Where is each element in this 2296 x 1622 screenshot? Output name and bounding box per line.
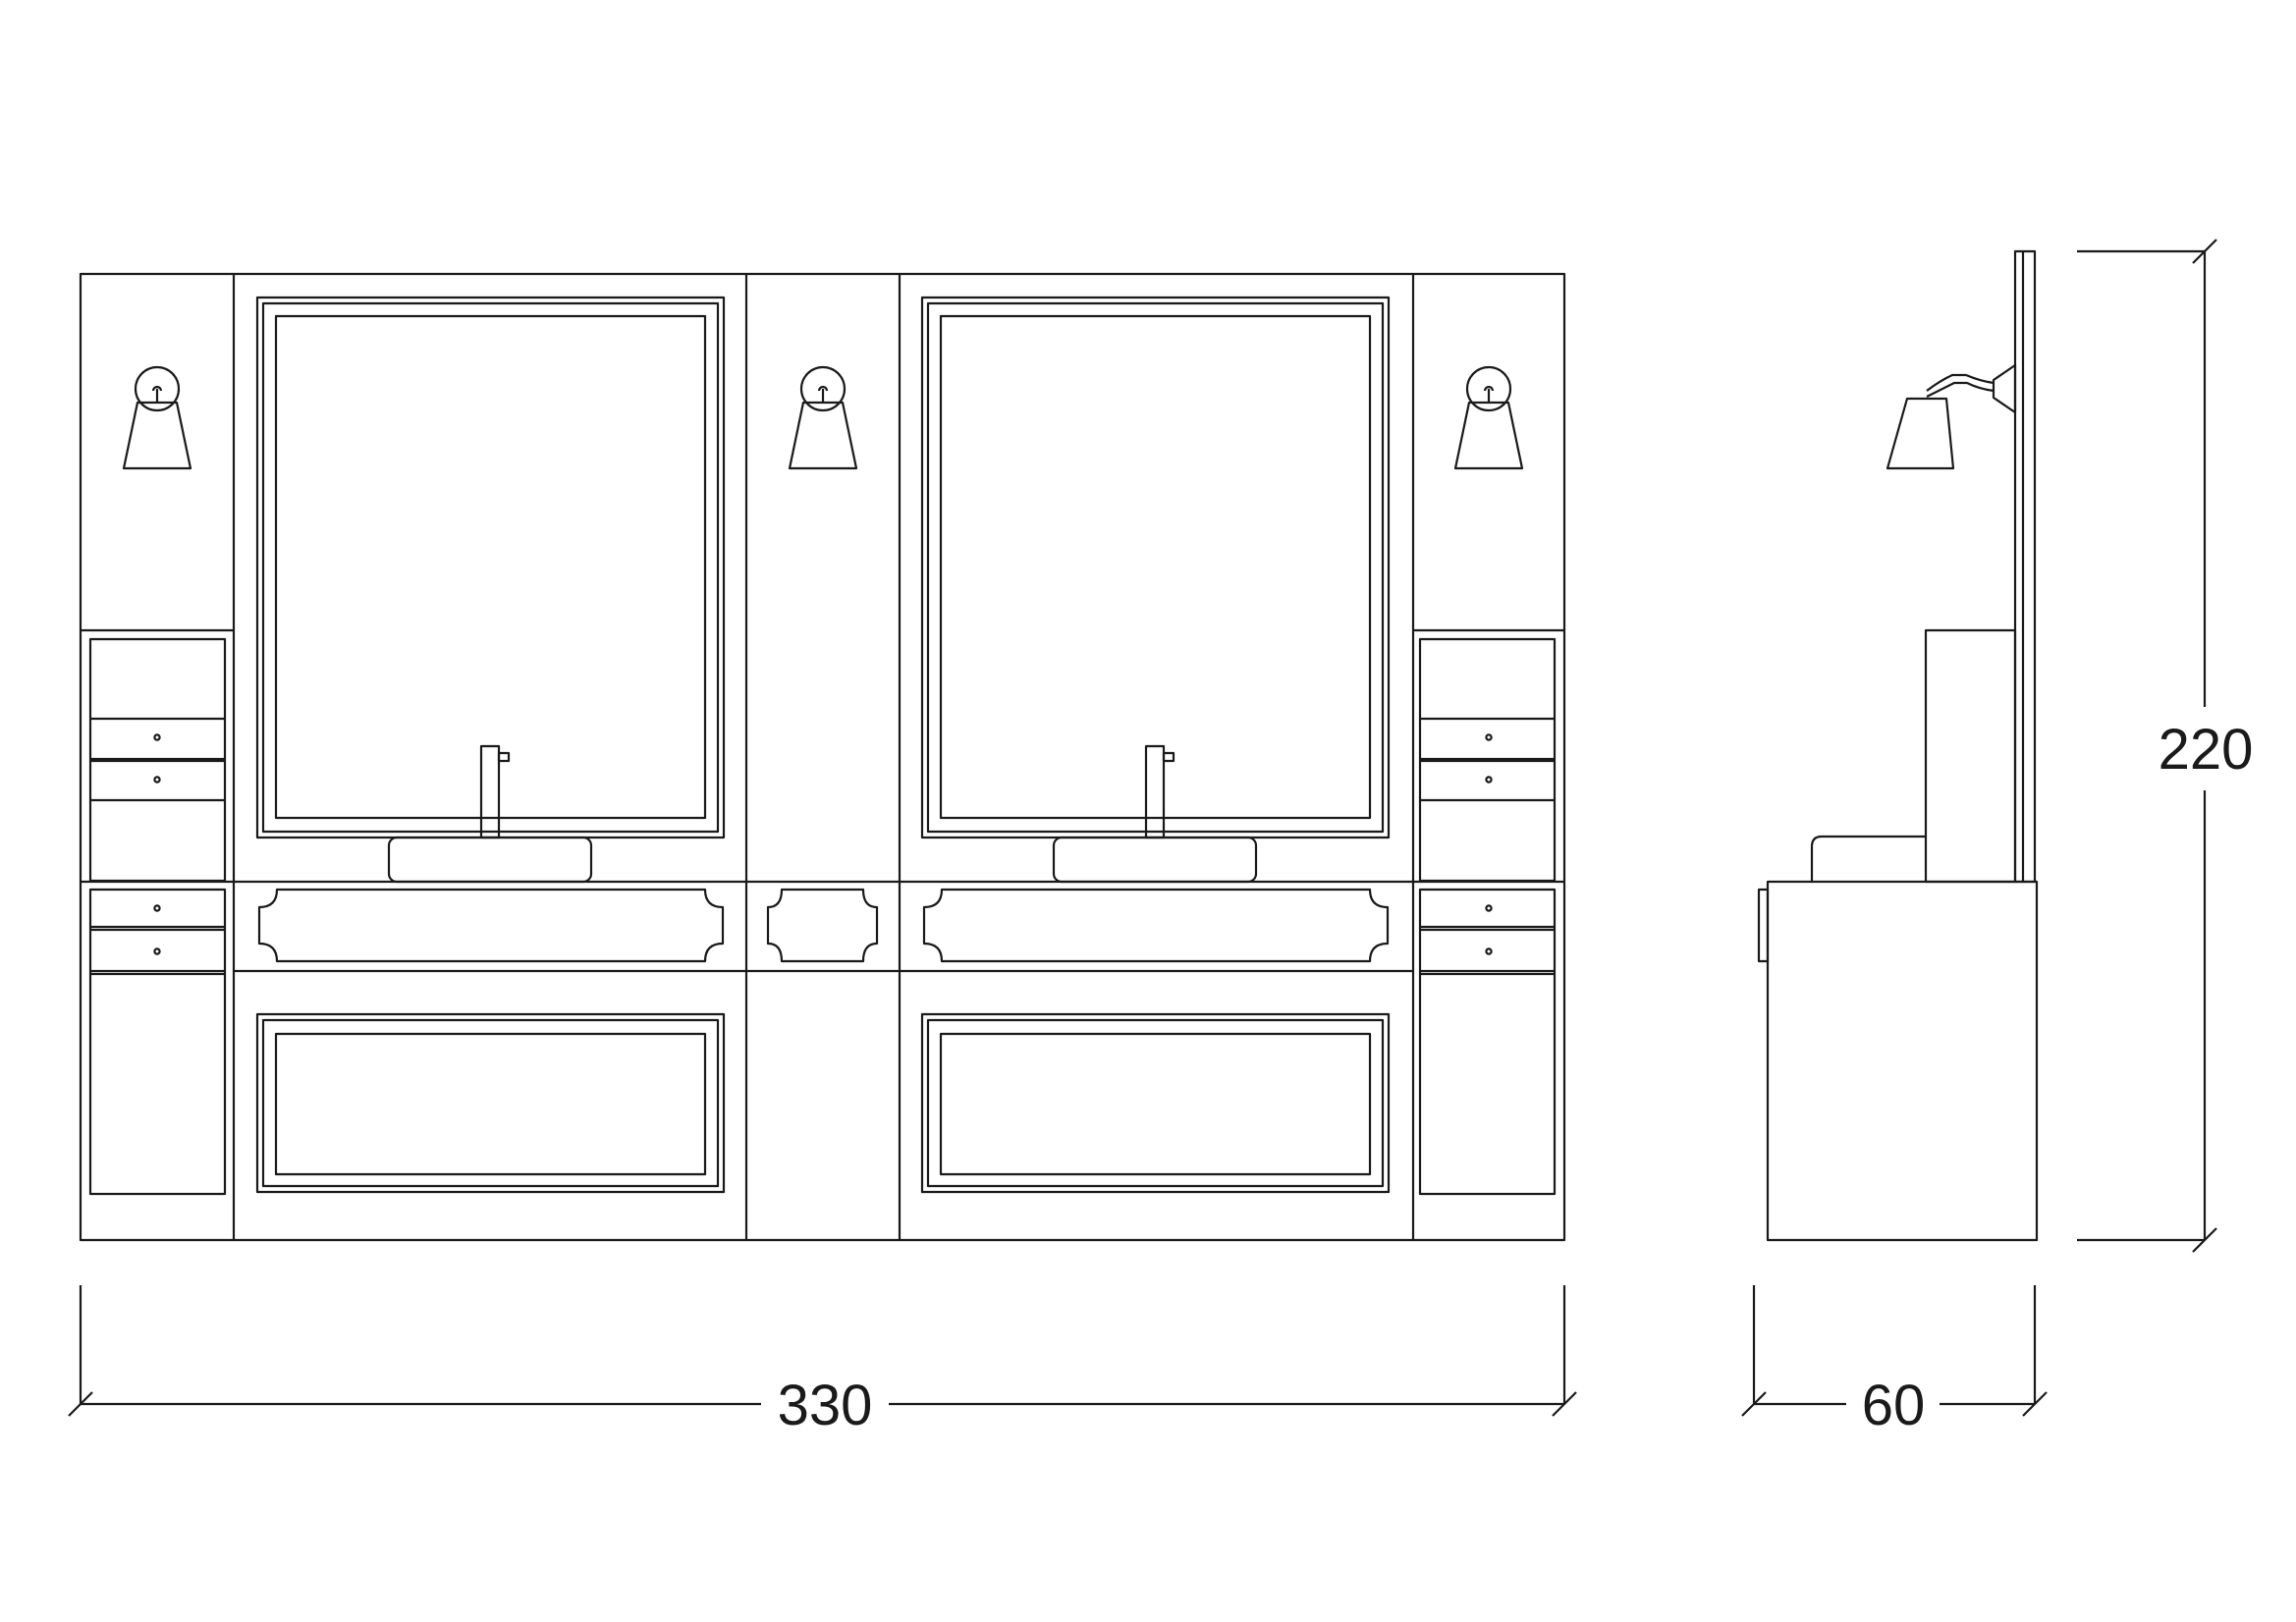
dimension-width-label: 330 [778, 1374, 873, 1437]
mirror-right [920, 296, 1391, 839]
mirror-box [1924, 628, 2017, 884]
sconce-center-icon [788, 365, 858, 470]
faucet-left [479, 744, 511, 839]
basin-left [387, 836, 593, 884]
dimension-depth: 60 [1741, 1285, 2048, 1437]
sconce-side-icon [1886, 363, 2017, 470]
mirror-left [255, 296, 726, 839]
cabinet-body [1766, 880, 2039, 1242]
drawer-knob [153, 776, 161, 784]
apron-panel-left [257, 888, 725, 963]
drawer-knob [1485, 776, 1493, 784]
drawer-knob [1485, 904, 1493, 912]
drawer-knob [153, 733, 161, 741]
faucet-right [1144, 744, 1175, 839]
drawer-knob [1485, 947, 1493, 955]
front-elevation [79, 272, 1566, 1242]
dimension-width: 330 [68, 1285, 1577, 1437]
dimension-depth-label: 60 [1862, 1374, 1926, 1437]
handle-profile [1757, 888, 1770, 963]
side-tower-right [1418, 637, 1557, 1196]
drawer-knob [153, 904, 161, 912]
dimension-height-label: 220 [2159, 718, 2254, 782]
apron-panel-right [922, 888, 1390, 963]
basin-right [1052, 836, 1258, 884]
drawer-knob [153, 947, 161, 955]
basin-profile [1810, 835, 1926, 882]
sconce-right-icon [1453, 365, 1524, 470]
lower-door-right [920, 1012, 1391, 1194]
dimension-height: 220 [2077, 239, 2254, 1253]
side-elevation [1757, 249, 2039, 1242]
drawer-knob [1485, 733, 1493, 741]
sconce-left-icon [122, 365, 192, 470]
side-tower-left [88, 637, 227, 1196]
lower-door-left [255, 1012, 726, 1194]
apron-panel-center [766, 888, 879, 963]
back-panel [2013, 249, 2037, 884]
wall-outline [79, 272, 1566, 1242]
